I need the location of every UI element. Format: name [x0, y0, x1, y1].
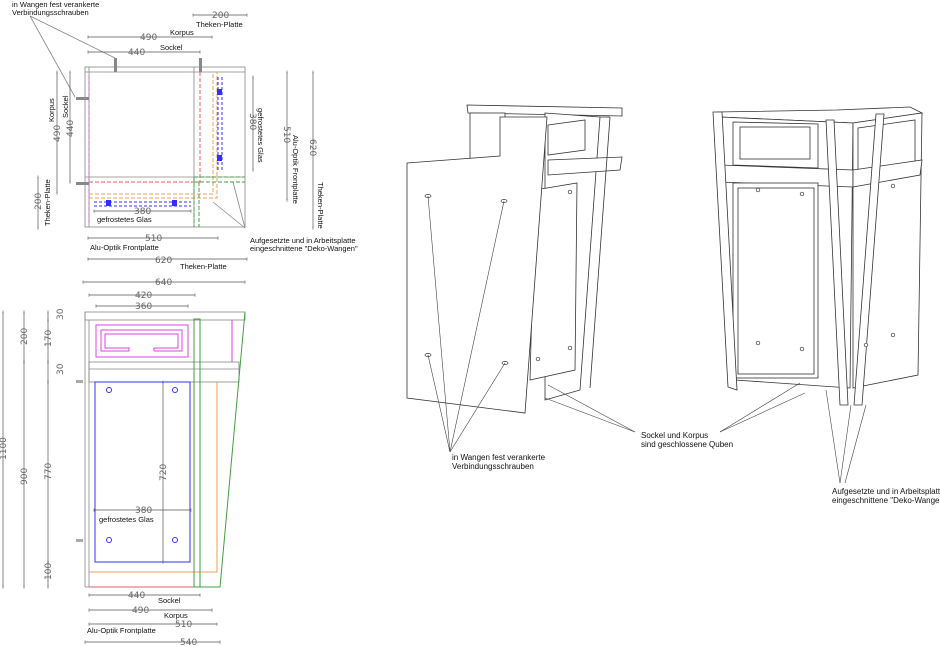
note-screws-perspective: in Wangen fest verankerte: [452, 453, 546, 462]
dim-height-900: 900: [20, 468, 30, 485]
dim-sockel-left: 440: [66, 120, 76, 137]
perspective-side-view: [406, 104, 623, 414]
label: Sockel: [61, 95, 70, 118]
note-line2: sind geschlossene Quben: [641, 440, 733, 449]
dim-height-170: 170: [44, 330, 54, 347]
note-line2: Verbindungsschrauben: [452, 462, 534, 471]
dim-front-bottom: 510: [145, 234, 162, 244]
label: Korpus: [47, 98, 56, 122]
plan-view: 200 490 440 490 440 200 380 510 620 380 …: [12, 0, 358, 271]
note-screws-line2: Verbindungsschrauben: [12, 8, 89, 17]
perspective-front-view: [712, 106, 924, 406]
label: gefrostetes Glas: [256, 108, 265, 163]
label: Alu-Optik Frontplatte: [291, 135, 300, 204]
note-wangen-perspective: Aufgesetzte und in Arbeitsplatte: [832, 487, 940, 496]
dim-height-100: 100: [44, 563, 54, 580]
dim-sockel-top: 440: [128, 48, 145, 58]
screw-icon: [114, 58, 117, 72]
glass-panel-front: [94, 381, 191, 563]
dim-korpus-top: 490: [140, 33, 157, 43]
dim-height-770: 770: [44, 463, 54, 480]
label: gefrostetes Glas: [99, 515, 154, 524]
label: Sockel: [158, 596, 181, 605]
glass-panel: [94, 77, 223, 207]
dim-korpus: 490: [132, 606, 149, 616]
label: gefrostetes Glas: [97, 215, 152, 224]
label: Alu-Optik Frontplatte: [87, 626, 156, 635]
dim-height-1100: 1100: [0, 437, 9, 460]
note-screws: in Wangen fest verankerte: [12, 0, 99, 9]
note-wangen: Aufgesetzte und in Arbeitsplatte: [250, 236, 356, 245]
dim-height-30-top: 30: [56, 308, 66, 320]
label: Sockel: [160, 43, 183, 52]
label: Theken-Platte: [316, 182, 325, 229]
screw-icon: [106, 387, 112, 393]
label: Theken-Platte: [196, 20, 243, 29]
dim-glas-width: 380: [135, 506, 152, 516]
dim-width-420: 420: [135, 291, 152, 301]
dim-sockel: 440: [128, 591, 145, 601]
front-view: 640 420 360 1100 200 900 30 170 30 770 1…: [0, 278, 246, 646]
dim-height-200: 200: [20, 328, 30, 345]
dim-height-30-mid: 30: [56, 363, 66, 375]
label: Alu-Optik Frontplatte: [90, 243, 159, 252]
note-quben: Sockel und Korpus: [641, 431, 708, 440]
dim-glas-bottom: 380: [134, 207, 151, 217]
dim-height-720: 720: [159, 464, 169, 481]
dim-glas-right: 380: [247, 113, 257, 130]
dim-korpus-left: 490: [53, 125, 63, 142]
deko-wange-side: [406, 116, 548, 414]
countertop-outline: [84, 66, 246, 228]
label: Theken-Platte: [43, 179, 52, 226]
label: Korpus: [170, 28, 194, 37]
dim-theken-top: 200: [212, 11, 229, 21]
deko-wange-front: [193, 318, 201, 588]
label: Korpus: [164, 611, 188, 620]
dim-width-360: 360: [135, 302, 152, 312]
deko-frame: [95, 324, 189, 358]
note-line2: eingeschnittene "Deko-Wangen": [832, 496, 940, 505]
leader-lines: [427, 195, 867, 484]
dim-width-640: 640: [155, 278, 172, 288]
dim-theken-right: 620: [307, 139, 317, 156]
dim-total: 540: [180, 638, 197, 646]
dim-front: 510: [175, 620, 192, 630]
korpus-edge: [89, 72, 218, 199]
dim-front-right: 510: [281, 126, 291, 143]
note-wangen-line2: eingeschnittene "Deko-Wangen": [250, 244, 358, 253]
dim-theken-bottom: 620: [155, 256, 172, 266]
dim-theken-left: 200: [34, 193, 44, 210]
label: Theken-Platte: [180, 262, 227, 271]
deko-wange-left: [712, 111, 738, 391]
deko-wangen: [193, 176, 245, 227]
